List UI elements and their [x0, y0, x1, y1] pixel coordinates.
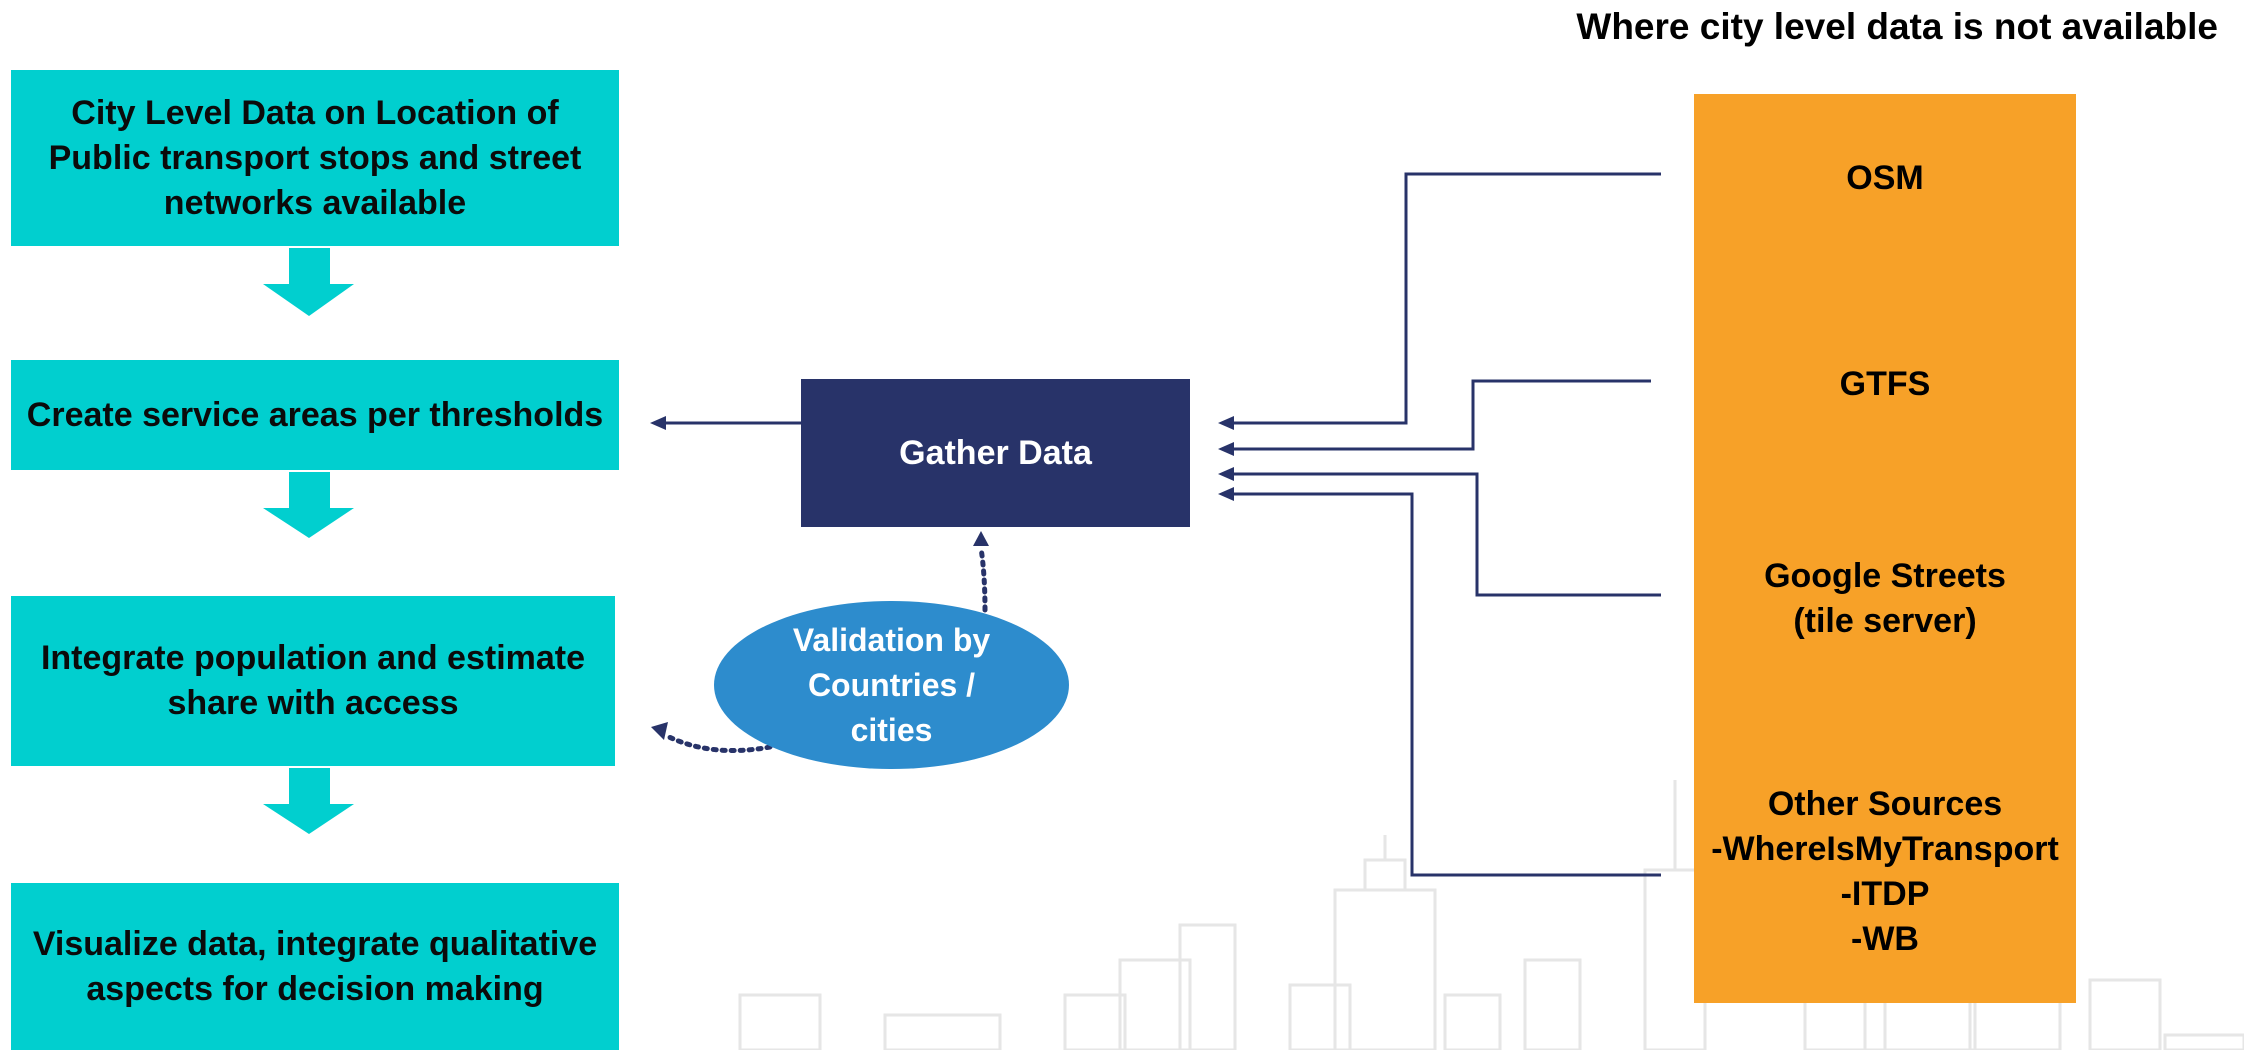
gather-data-box: Gather Data	[801, 379, 1190, 527]
validation-ellipse: Validation by Countries / cities	[714, 601, 1069, 769]
source-google-streets: Google Streets (tile server)	[1764, 557, 2006, 640]
source-gtfs: GTFS	[1839, 365, 1931, 403]
not-available-header: Where city level data is not available	[1576, 6, 2218, 47]
step-integrate-population: Integrate population and estimate share …	[11, 596, 615, 766]
down-arrows	[263, 248, 354, 834]
source-other: Other Sources -WhereIsMyTransport -ITDP …	[1711, 785, 2059, 958]
down-arrow-2	[263, 472, 354, 538]
arrowhead-google	[1218, 467, 1234, 481]
arrowhead-gtfs	[1218, 442, 1234, 456]
down-arrow-1	[263, 248, 354, 316]
sources-panel: OSM GTFS Google Streets (tile server) Ot…	[1694, 94, 2076, 1003]
step-visualize-data: Visualize data, integrate qualitative as…	[11, 883, 619, 1050]
arrowhead-osm	[1218, 416, 1234, 430]
down-arrow-3	[263, 768, 354, 834]
source-osm: OSM	[1846, 159, 1924, 197]
step-service-areas: Create service areas per thresholds	[11, 360, 619, 470]
arrowhead-validation-left	[651, 722, 668, 740]
arrowhead-other	[1218, 487, 1234, 501]
arrowhead-to-service-areas	[650, 416, 666, 430]
arrowhead-validation-up	[973, 531, 989, 546]
step-city-level-data: City Level Data on Location of Public tr…	[11, 70, 619, 246]
